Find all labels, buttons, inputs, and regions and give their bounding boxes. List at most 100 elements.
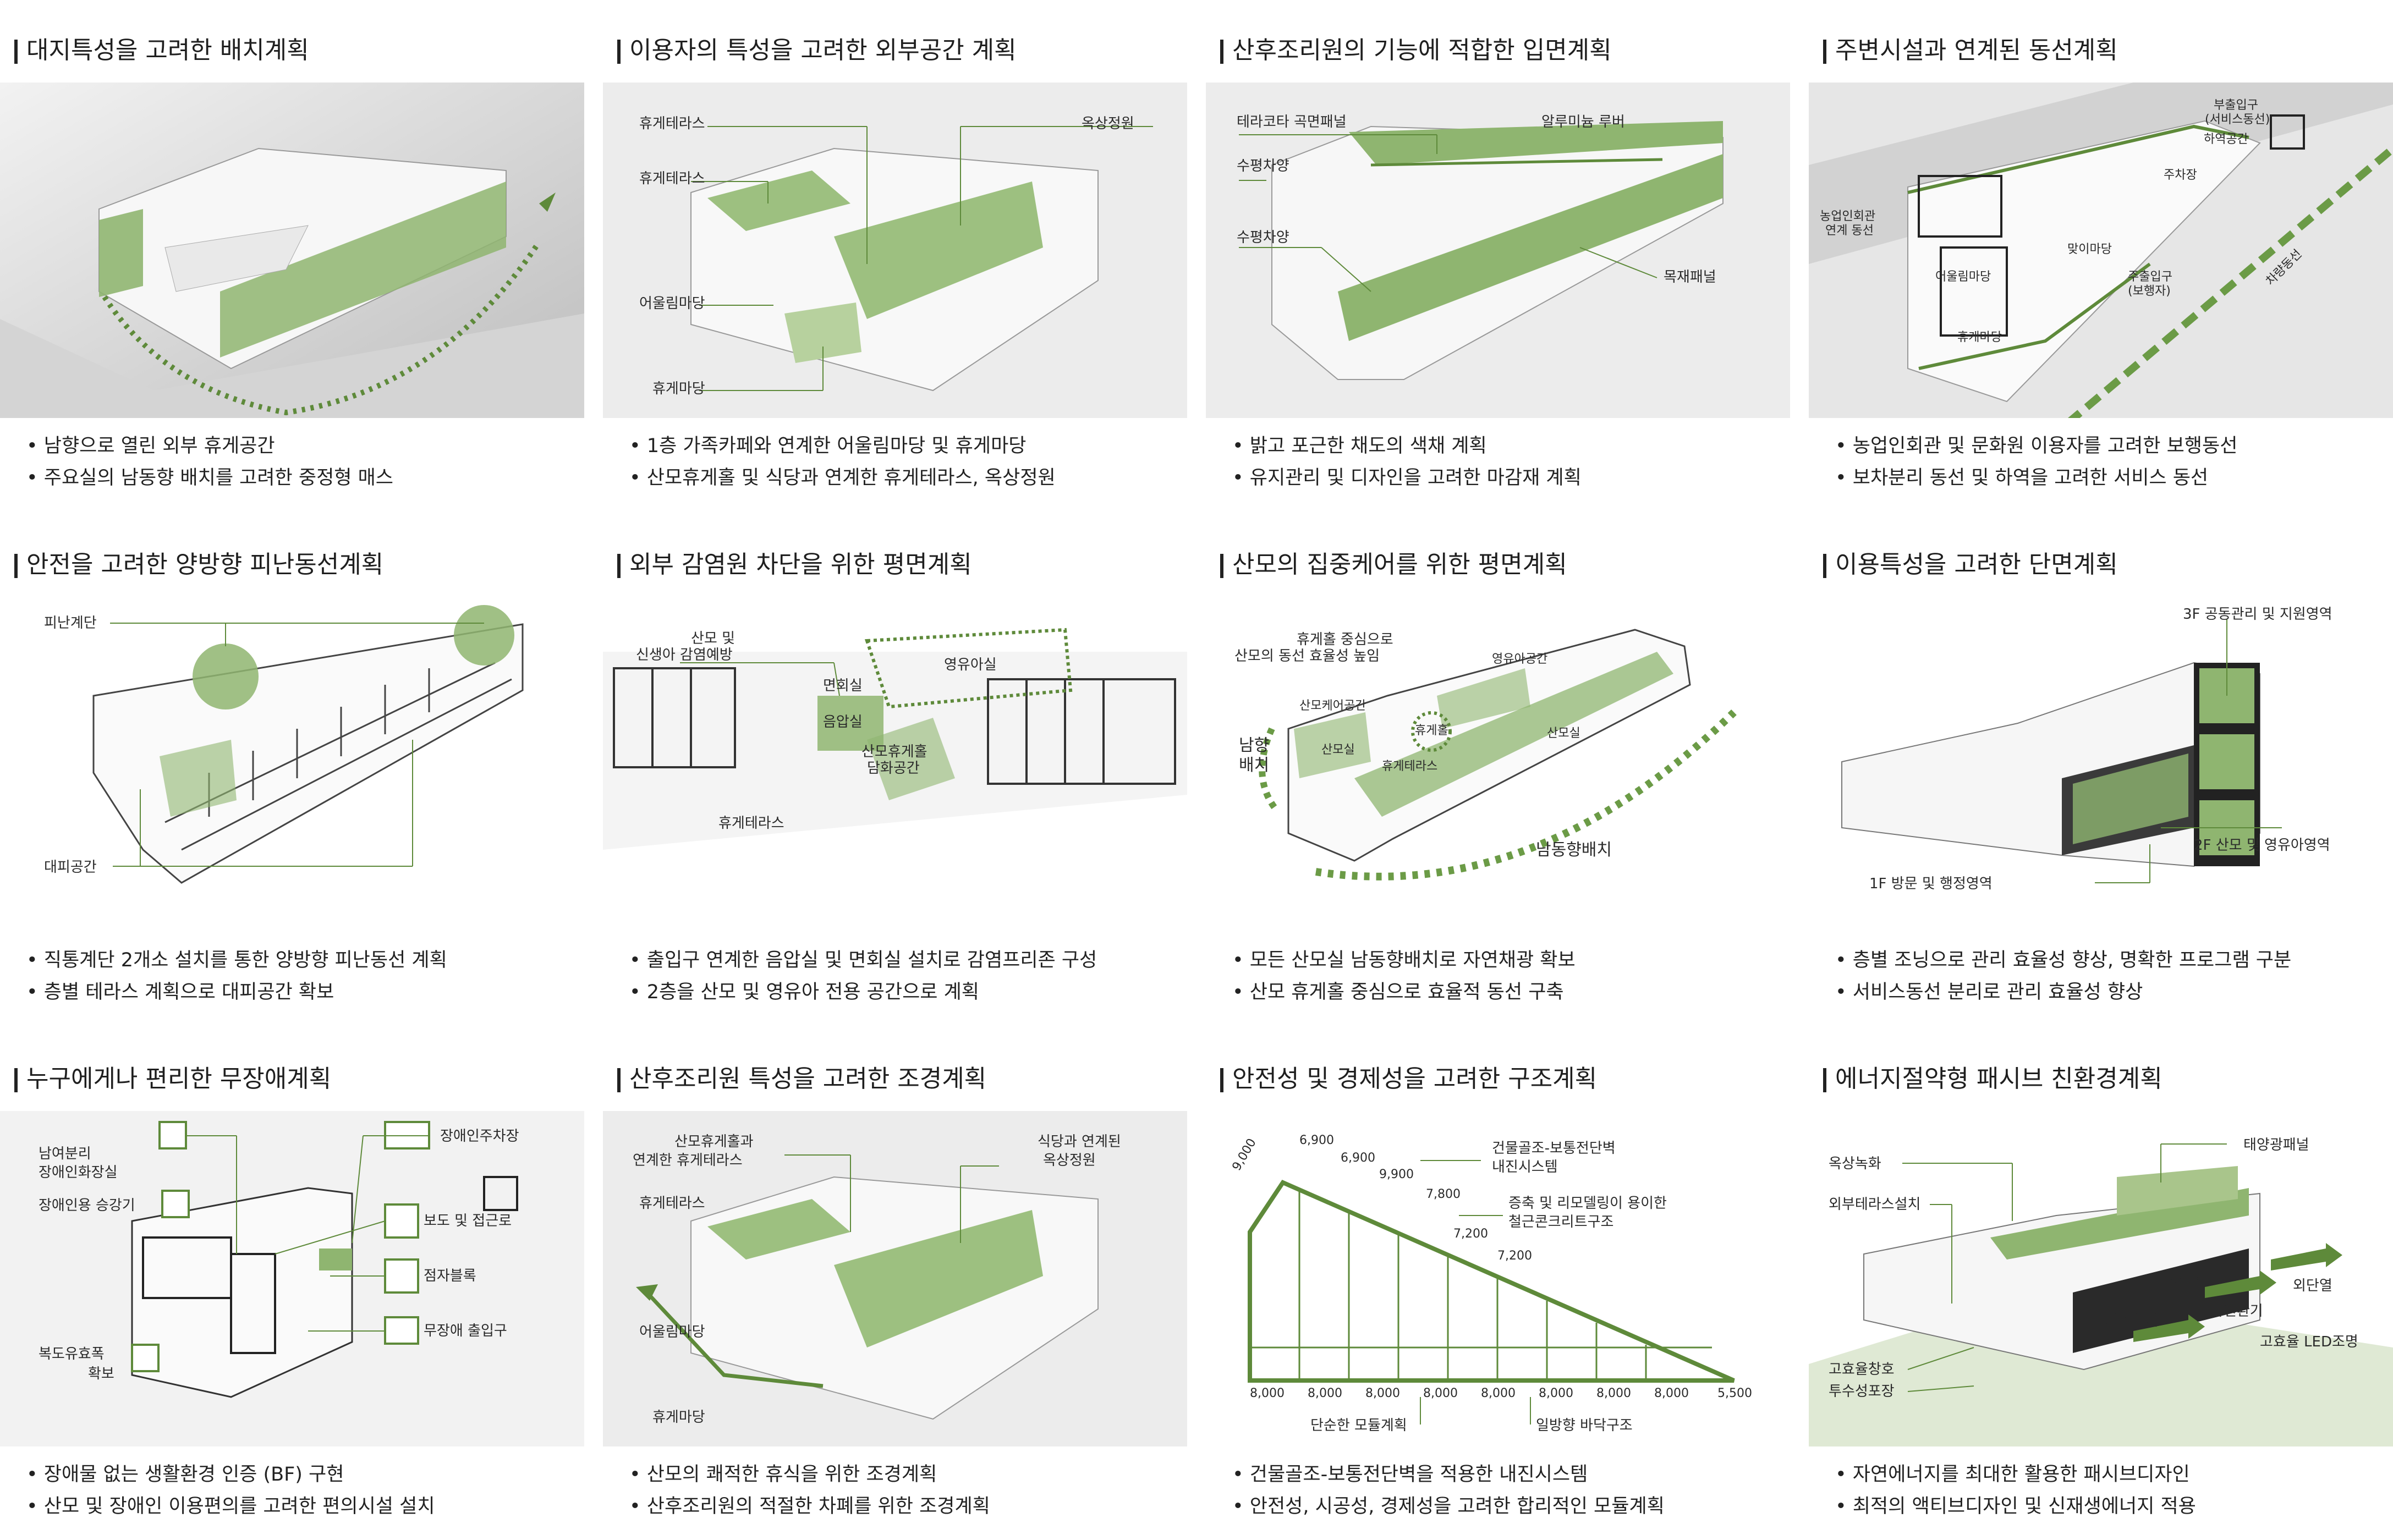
- panel-outdoor-space: 이용자의 특성을 고려한 외부공간 계획 휴게테라스 옥상정원 휴게테라스 어울…: [603, 0, 1187, 506]
- label-mother-and: 산모 및: [691, 630, 735, 647]
- label-sidewalk: 보도 및 접근로: [424, 1213, 512, 1229]
- panel-title: 산후조리원의 기능에 적합한 입면계획: [1220, 34, 1612, 67]
- panel-title: 누구에게나 편리한 무장애계획: [14, 1063, 331, 1096]
- label-2f: 2F 산모 및 영유아영역: [2194, 837, 2330, 854]
- label-separate-restroom: 남여분리: [39, 1146, 91, 1162]
- bullet-2: 서비스동선 분리로 관리 효율성 향상: [1835, 976, 2143, 1004]
- label-refuge-space: 대피공간: [44, 859, 97, 876]
- label-mother-efficiency: 산모의 동선 효율성 높임: [1234, 648, 1380, 664]
- label-linked-terrace: 연계한 휴게테라스: [633, 1152, 743, 1169]
- label-horizontal-shade-2: 수평차양: [1237, 229, 1289, 246]
- circulation-illustration: 부출입구 (서비스동선) 하역공간 주차장 농업인회관 연계 동선 맞이마당 어…: [1809, 16, 2393, 427]
- structure-illustration: 건물골조-보통전단벽 내진시스템 증축 및 리모델링이 용이한 철근콘크리트구조…: [1206, 1111, 1790, 1447]
- dim-9900: 9,900: [1379, 1168, 1414, 1181]
- bullet-1: 건물골조-보통전단벽을 적용한 내진시스템: [1232, 1459, 1588, 1487]
- label-seismic-system: 내진시스템: [1492, 1159, 1558, 1175]
- label-corridor-width: 복도유효폭: [39, 1346, 105, 1362]
- label-horizontal-shade-1: 수평차양: [1237, 158, 1289, 174]
- label-rest-terrace-1: 휴게테라스: [639, 116, 705, 132]
- bullet-2: 보차분리 동선 및 하역을 고려한 서비스 동선: [1835, 462, 2208, 490]
- barrier-free-illustration: 남여분리 장애인화장실 장애인용 승강기 장애인주차장 보도 및 접근로 점자블…: [0, 1111, 584, 1447]
- label-rooftop-garden: 옥상정원: [1082, 116, 1134, 132]
- dim-5500: 5,500: [1717, 1387, 1752, 1400]
- panel-title: 안전성 및 경제성을 고려한 구조계획: [1220, 1063, 1597, 1096]
- label-linked-dining: 식당과 연계된: [1038, 1134, 1121, 1150]
- label-service-route: (서비스동선): [2205, 113, 2270, 127]
- bullet-2: 층별 테라스 계획으로 대피공간 확보: [26, 976, 334, 1004]
- label-rest-terrace: 휴게테라스: [1382, 760, 1437, 773]
- bullet-2: 안전성, 시공성, 경제성을 고려한 합리적인 모듈계획: [1232, 1491, 1665, 1519]
- bullet-2: 유지관리 및 디자인을 고려한 마감재 계획: [1232, 462, 1582, 490]
- label-rooftop-garden: 옥상정원: [1043, 1152, 1096, 1169]
- label-negative-pressure: 음압실: [823, 714, 863, 730]
- bullet-1: 직통계단 2개소 설치를 통한 양방향 피난동선 계획: [26, 944, 447, 972]
- label-wood-panel: 목재패널: [1664, 269, 1716, 285]
- label-mother-lounge: 산모휴게홀: [861, 744, 927, 760]
- barrier-free-svg: 남여분리 장애인화장실 장애인용 승강기 장애인주차장 보도 및 접근로 점자블…: [0, 1111, 584, 1447]
- dim-8000-4: 8,000: [1423, 1387, 1458, 1400]
- label-rest-terrace: 휴게테라스: [718, 815, 784, 832]
- outdoor-space-svg: 휴게테라스 옥상정원 휴게테라스 어울림마당 휴게마당: [603, 82, 1187, 418]
- label-led-light: 고효율 LED조명: [2260, 1334, 2358, 1350]
- panel-title: 주변시설과 연계된 동선계획: [1823, 34, 2118, 67]
- dim-7800: 7,800: [1426, 1187, 1461, 1201]
- section-svg: 3F 공동관리 및 지원영역 2F 산모 및 영유아영역 1F 방문 및 행정영…: [1809, 597, 2393, 932]
- focused-care-svg: 휴게홀 중심으로 산모의 동선 효율성 높임 영유아공간 산모케어공간 산모실 …: [1206, 597, 1790, 932]
- label-gathering-yard: 어울림마당: [639, 295, 705, 312]
- label-accessible-restroom: 장애인화장실: [39, 1164, 118, 1181]
- landscape-illustration: 산모휴게홀과 연계한 휴게테라스 식당과 연계된 옥상정원 휴게테라스 어울림마…: [603, 1111, 1187, 1447]
- panel-title: 에너지절약형 패시브 친환경계획: [1823, 1063, 2163, 1096]
- label-natural-vent-2: 자연환기: [2210, 1303, 2263, 1319]
- label-terracotta: 테라코타 곡면패널: [1237, 114, 1347, 130]
- bullet-1: 층별 조닝으로 관리 효율성 향상, 명확한 프로그램 구분: [1835, 944, 2291, 972]
- label-lounge-and: 산모휴게홀과: [674, 1134, 754, 1150]
- bullet-1: 장애물 없는 생활환경 인증 (BF) 구현: [26, 1459, 344, 1487]
- evacuation-illustration: 피난계단 대피공간: [0, 597, 584, 932]
- label-south: 남향: [1239, 736, 1269, 755]
- label-aluminum-louver: 알루미늄 루버: [1541, 114, 1625, 130]
- bullet-1: 산모의 쾌적한 휴식을 위한 조경계획: [629, 1459, 937, 1487]
- panel-elevation: 산후조리원의 기능에 적합한 입면계획 테라코타 곡면패널 알루미늄 루버 수평…: [1206, 0, 1790, 506]
- label-permeable-pave: 투수성포장: [1829, 1383, 1895, 1400]
- label-rest-yard: 휴게마당: [652, 1409, 705, 1426]
- bullet-1: 농업인회관 및 문화원 이용자를 고려한 보행동선: [1835, 430, 2238, 458]
- label-green-roof: 옥상녹화: [1829, 1156, 1881, 1172]
- bullet-1: 모든 산모실 남동향배치로 자연채광 확보: [1232, 944, 1576, 972]
- bullet-2: 최적의 액티브디자인 및 신재생에너지 적용: [1835, 1491, 2196, 1519]
- label-welcome-yard: 맞이마당: [2067, 243, 2112, 256]
- panel-title: 이용자의 특성을 고려한 외부공간 계획: [617, 34, 1017, 67]
- bullet-1: 밝고 포근한 채도의 색채 계획: [1232, 430, 1487, 458]
- label-rest-yard: 휴게마당: [652, 381, 705, 397]
- panel-title: 산후조리원 특성을 고려한 조경계획: [617, 1063, 986, 1096]
- label-extension-easy: 증축 및 리모델링이 용이한: [1508, 1195, 1667, 1212]
- label-sub-entrance: 부출입구: [2214, 98, 2258, 112]
- label-evac-stair: 피난계단: [44, 615, 97, 631]
- label-barrier-free-entrance: 무장애 출입구: [424, 1323, 507, 1339]
- elevation-svg: 테라코타 곡면패널 알루미늄 루버 수평차양 수평차양 목재패널: [1206, 82, 1790, 418]
- panel-landscape: 산후조리원 특성을 고려한 조경계획 산모휴게홀과 연계한 휴게테라스 식당과 …: [603, 1028, 1187, 1535]
- structure-svg: 건물골조-보통전단벽 내진시스템 증축 및 리모델링이 용이한 철근콘크리트구조…: [1206, 1111, 1790, 1447]
- label-infant-room: 영유아실: [944, 657, 997, 673]
- label-mother-room-1: 산모실: [1321, 743, 1355, 757]
- panel-title: 외부 감염원 차단을 위한 평면계획: [617, 548, 972, 581]
- section-illustration: 3F 공동관리 및 지원영역 2F 산모 및 영유아영역 1F 방문 및 행정영…: [1809, 597, 2393, 932]
- panel-passive-design: 에너지절약형 패시브 친환경계획 옥상녹화 태양광패널 외부테라스설치: [1809, 1028, 2393, 1535]
- circulation-svg: 부출입구 (서비스동선) 하역공간 주차장 농업인회관 연계 동선 맞이마당 어…: [1809, 16, 2393, 427]
- bullet-1: 자연에너지를 최대한 활용한 패시브디자인: [1835, 1459, 2190, 1487]
- bullet-2: 산모휴게홀 및 식당과 연계한 휴게테라스, 옥상정원: [629, 462, 1056, 490]
- dim-8000-6: 8,000: [1539, 1387, 1573, 1400]
- dim-6900-b: 6,900: [1341, 1151, 1375, 1165]
- panel-site-layout: 대지특성을 고려한 배치계획 남향으로 열린 외부 휴게공간 주요실의 남동향 …: [0, 0, 584, 506]
- panel-infection-control: 외부 감염원 차단을 위한 평면계획 산모 및 신생아 감염예방 면회실 영유아…: [603, 514, 1187, 1020]
- label-southeast-layout: 남동향배치: [1536, 840, 1612, 860]
- label-accessible-parking: 장애인주차장: [440, 1128, 519, 1145]
- label-outer-terrace: 외부테라스설치: [1829, 1196, 1920, 1213]
- outdoor-space-illustration: 휴게테라스 옥상정원 휴게테라스 어울림마당 휴게마당: [603, 82, 1187, 418]
- evacuation-svg: 피난계단 대피공간: [0, 597, 584, 932]
- panel-section: 이용특성을 고려한 단면계획 3F 공동관리 및 지원영역 2F 산모 및 영유…: [1809, 514, 2393, 1020]
- infection-control-illustration: 산모 및 신생아 감염예방 면회실 영유아실 음압실 산모휴게홀 담화공간 휴게…: [603, 597, 1187, 932]
- label-exterior-insulation: 외단열: [2293, 1278, 2332, 1294]
- panel-structure: 안전성 및 경제성을 고려한 구조계획 건물골조-보통전단벽 내진시스템: [1206, 1028, 1790, 1535]
- label-link-route: 연계 동선: [1825, 224, 1874, 238]
- label-1f: 1F 방문 및 행정영역: [1869, 876, 1993, 892]
